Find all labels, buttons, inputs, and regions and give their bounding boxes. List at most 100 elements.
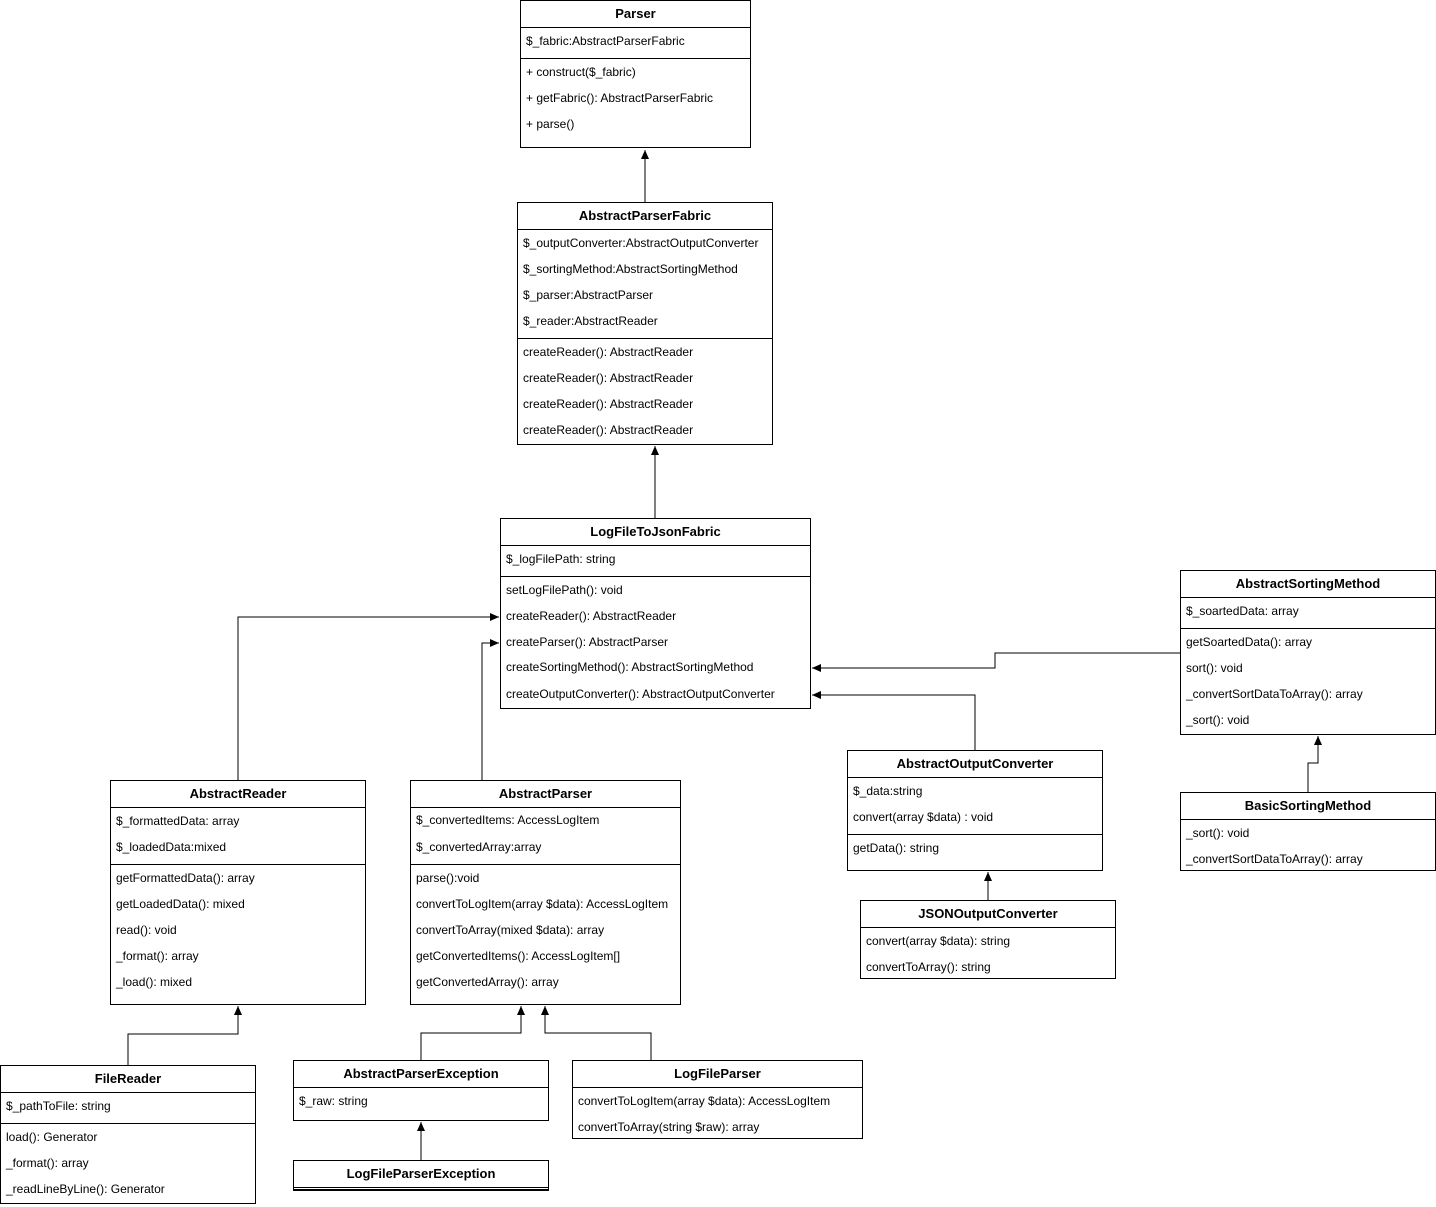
method-row: getLoadedData(): mixed <box>116 897 245 911</box>
methods-section: setLogFilePath(): void createReader(): Ab… <box>501 577 810 711</box>
class-name: AbstractParserFabric <box>518 203 772 230</box>
relation-log-file-parser-to-abstract-parser <box>541 1006 652 1060</box>
method-row: sort(): void <box>1186 661 1243 675</box>
attribute-row: $_sortingMethod:AbstractSortingMethod <box>523 262 738 276</box>
class-log-file-parser-exception[interactable]: LogFileParserException <box>293 1160 549 1191</box>
method-row: + getFabric(): AbstractParserFabric <box>526 91 714 105</box>
attribute-row: $_outputConverter:AbstractOutputConverte… <box>523 236 759 250</box>
attribute-row: $_data:string <box>853 784 923 798</box>
method-row: getConvertedItems(): AccessLogItem[] <box>416 949 621 963</box>
method-row: convertToArray(string $raw): array <box>578 1120 760 1134</box>
attribute-row: $_convertedArray:array <box>416 840 542 854</box>
method-row: _load(): mixed <box>116 975 193 989</box>
methods-section: load(): Generator _format(): array _readLi… <box>1 1124 255 1206</box>
relation-abstract-sorting-method-to-log-file-to-json-fabric <box>812 652 1180 672</box>
method-row: createReader(): AbstractReader <box>506 609 677 623</box>
class-file-reader[interactable]: FileReader $_pathToFile: string load(): Ge… <box>0 1065 256 1204</box>
methods-section: convert(array $data): string convertToArr… <box>861 928 1115 984</box>
method-row: createReader(): AbstractReader <box>523 397 694 411</box>
attributes-section: $_convertedItems: AccessLogItem $_convert… <box>411 808 680 865</box>
class-name: AbstractParser <box>411 781 680 808</box>
class-name: FileReader <box>1 1066 255 1093</box>
class-basic-sorting-method[interactable]: BasicSortingMethod _sort(): void _convertS… <box>1180 792 1436 871</box>
relation-file-reader-to-abstract-reader <box>127 1006 242 1065</box>
class-name: Parser <box>521 1 750 28</box>
attributes-section: $_soartedData: array <box>1181 598 1435 629</box>
attribute-row: $_logFilePath: string <box>506 552 616 566</box>
class-abstract-reader[interactable]: AbstractReader $_formattedData: array $_lo… <box>110 780 366 1005</box>
methods-section: createReader(): AbstractReader createRead… <box>518 339 772 447</box>
class-name: JSONOutputConverter <box>861 901 1115 928</box>
class-abstract-parser[interactable]: AbstractParser$_convertedItems: AccessLo… <box>410 780 681 1005</box>
method-row: parse():void <box>416 871 480 885</box>
method-row: _sort(): void <box>1186 713 1250 727</box>
attributes-section: $_fabric:AbstractParserFabric <box>521 28 750 59</box>
method-row: convertToLogItem(array $data): AccessLog… <box>578 1094 831 1108</box>
attribute-row: $_convertedItems: AccessLogItem <box>416 813 600 827</box>
method-row: _format(): array <box>116 949 199 963</box>
method-row: createReader(): AbstractReader <box>523 423 694 437</box>
class-abstract-parser-exception[interactable]: AbstractParserException $_raw: string <box>293 1060 549 1121</box>
method-row: + parse() <box>526 117 575 131</box>
method-row: getSoartedData(): array <box>1186 635 1313 649</box>
methods-section: + construct($_fabric) + getFabric(): Abst… <box>521 59 750 141</box>
methods-section: getFormattedData(): array getLoadedData()… <box>111 865 365 999</box>
attributes-section: $_data:string convert(array $data) : void <box>848 778 1102 835</box>
method-row: convertToLogItem(array $data): AccessLog… <box>416 897 669 911</box>
attribute-row: $_raw: string <box>299 1094 368 1108</box>
attributes-section: $_raw: string <box>294 1088 548 1118</box>
method-row: load(): Generator <box>6 1130 98 1144</box>
attributes-section: $_logFilePath: string <box>501 546 810 577</box>
class-json-output-converter[interactable]: JSONOutputConverter convert(array $data):… <box>860 900 1116 979</box>
relation-basic-sorting-method-to-abstract-sorting-method <box>1307 736 1322 792</box>
class-name: AbstractReader <box>111 781 365 808</box>
method-row: createOutputConverter(): AbstractOutputC… <box>506 687 775 701</box>
method-row: convertToArray(): string <box>866 960 991 974</box>
method-row: createReader(): AbstractReader <box>523 345 694 359</box>
method-row: convert(array $data): string <box>866 934 1011 948</box>
attribute-row: $_parser:AbstractParser <box>523 288 654 302</box>
class-name: LogFileParserException <box>294 1161 548 1190</box>
class-name: BasicSortingMethod <box>1181 793 1435 820</box>
method-row: read(): void <box>116 923 177 937</box>
class-name: LogFileToJsonFabric <box>501 519 810 546</box>
class-parser[interactable]: Parser $_fabric:AbstractParserFabric + con… <box>520 0 751 148</box>
method-row: _sort(): void <box>1186 826 1250 840</box>
method-row: _convertSortDataToArray(): array <box>1186 687 1363 701</box>
methods-section: convertToLogItem(array $data): AccessLog… <box>573 1088 862 1144</box>
class-name: AbstractOutputConverter <box>848 751 1102 778</box>
method-row: getFormattedData(): array <box>116 871 255 885</box>
methods-section: _sort(): void _convertSortDataToArray(): … <box>1181 820 1435 876</box>
attribute-row: $_fabric:AbstractParserFabric <box>526 34 685 48</box>
attributes-section: $_outputConverter:AbstractOutputConverte… <box>518 230 772 339</box>
class-log-file-to-json-fabric[interactable]: LogFileToJsonFabric $_logFilePath: string… <box>500 518 811 709</box>
class-name: AbstractParserException <box>294 1061 548 1088</box>
method-row: getConvertedArray(): array <box>416 975 559 989</box>
method-row: setLogFilePath(): void <box>506 583 623 597</box>
relation-abstract-parser-exception-to-abstract-parser <box>420 1006 525 1060</box>
methods-section: getSoartedData(): array sort(): void _conv… <box>1181 629 1435 737</box>
attribute-row: $_formattedData: array <box>116 814 240 828</box>
attribute-row: $_pathToFile: string <box>6 1099 111 1113</box>
class-name: AbstractSortingMethod <box>1181 571 1435 598</box>
method-row: createSortingMethod(): AbstractSortingMe… <box>506 660 754 674</box>
attribute-row: $_loadedData:mixed <box>116 840 227 854</box>
class-abstract-parser-fabric[interactable]: AbstractParserFabric $_outputConverter:Ab… <box>517 202 773 445</box>
relation-abstract-parser-to-log-file-to-json-fabric <box>481 639 499 780</box>
attribute-row: convert(array $data) : void <box>853 810 994 824</box>
method-row: _format(): array <box>6 1156 89 1170</box>
method-row: + construct($_fabric) <box>526 65 636 79</box>
method-row: convertToArray(mixed $data): array <box>416 923 605 937</box>
attributes-section: $_pathToFile: string <box>1 1093 255 1124</box>
method-row: _readLineByLine(): Generator <box>6 1182 165 1196</box>
method-row: _convertSortDataToArray(): array <box>1186 852 1363 866</box>
class-abstract-sorting-method[interactable]: AbstractSortingMethod$_soartedData: arra… <box>1180 570 1436 735</box>
method-row: getData(): string <box>853 841 940 855</box>
attributes-section: $_formattedData: array $_loadedData:mixed <box>111 808 365 865</box>
methods-section: getData(): string <box>848 835 1102 865</box>
relation-abstract-reader-to-log-file-to-json-fabric <box>237 613 499 780</box>
